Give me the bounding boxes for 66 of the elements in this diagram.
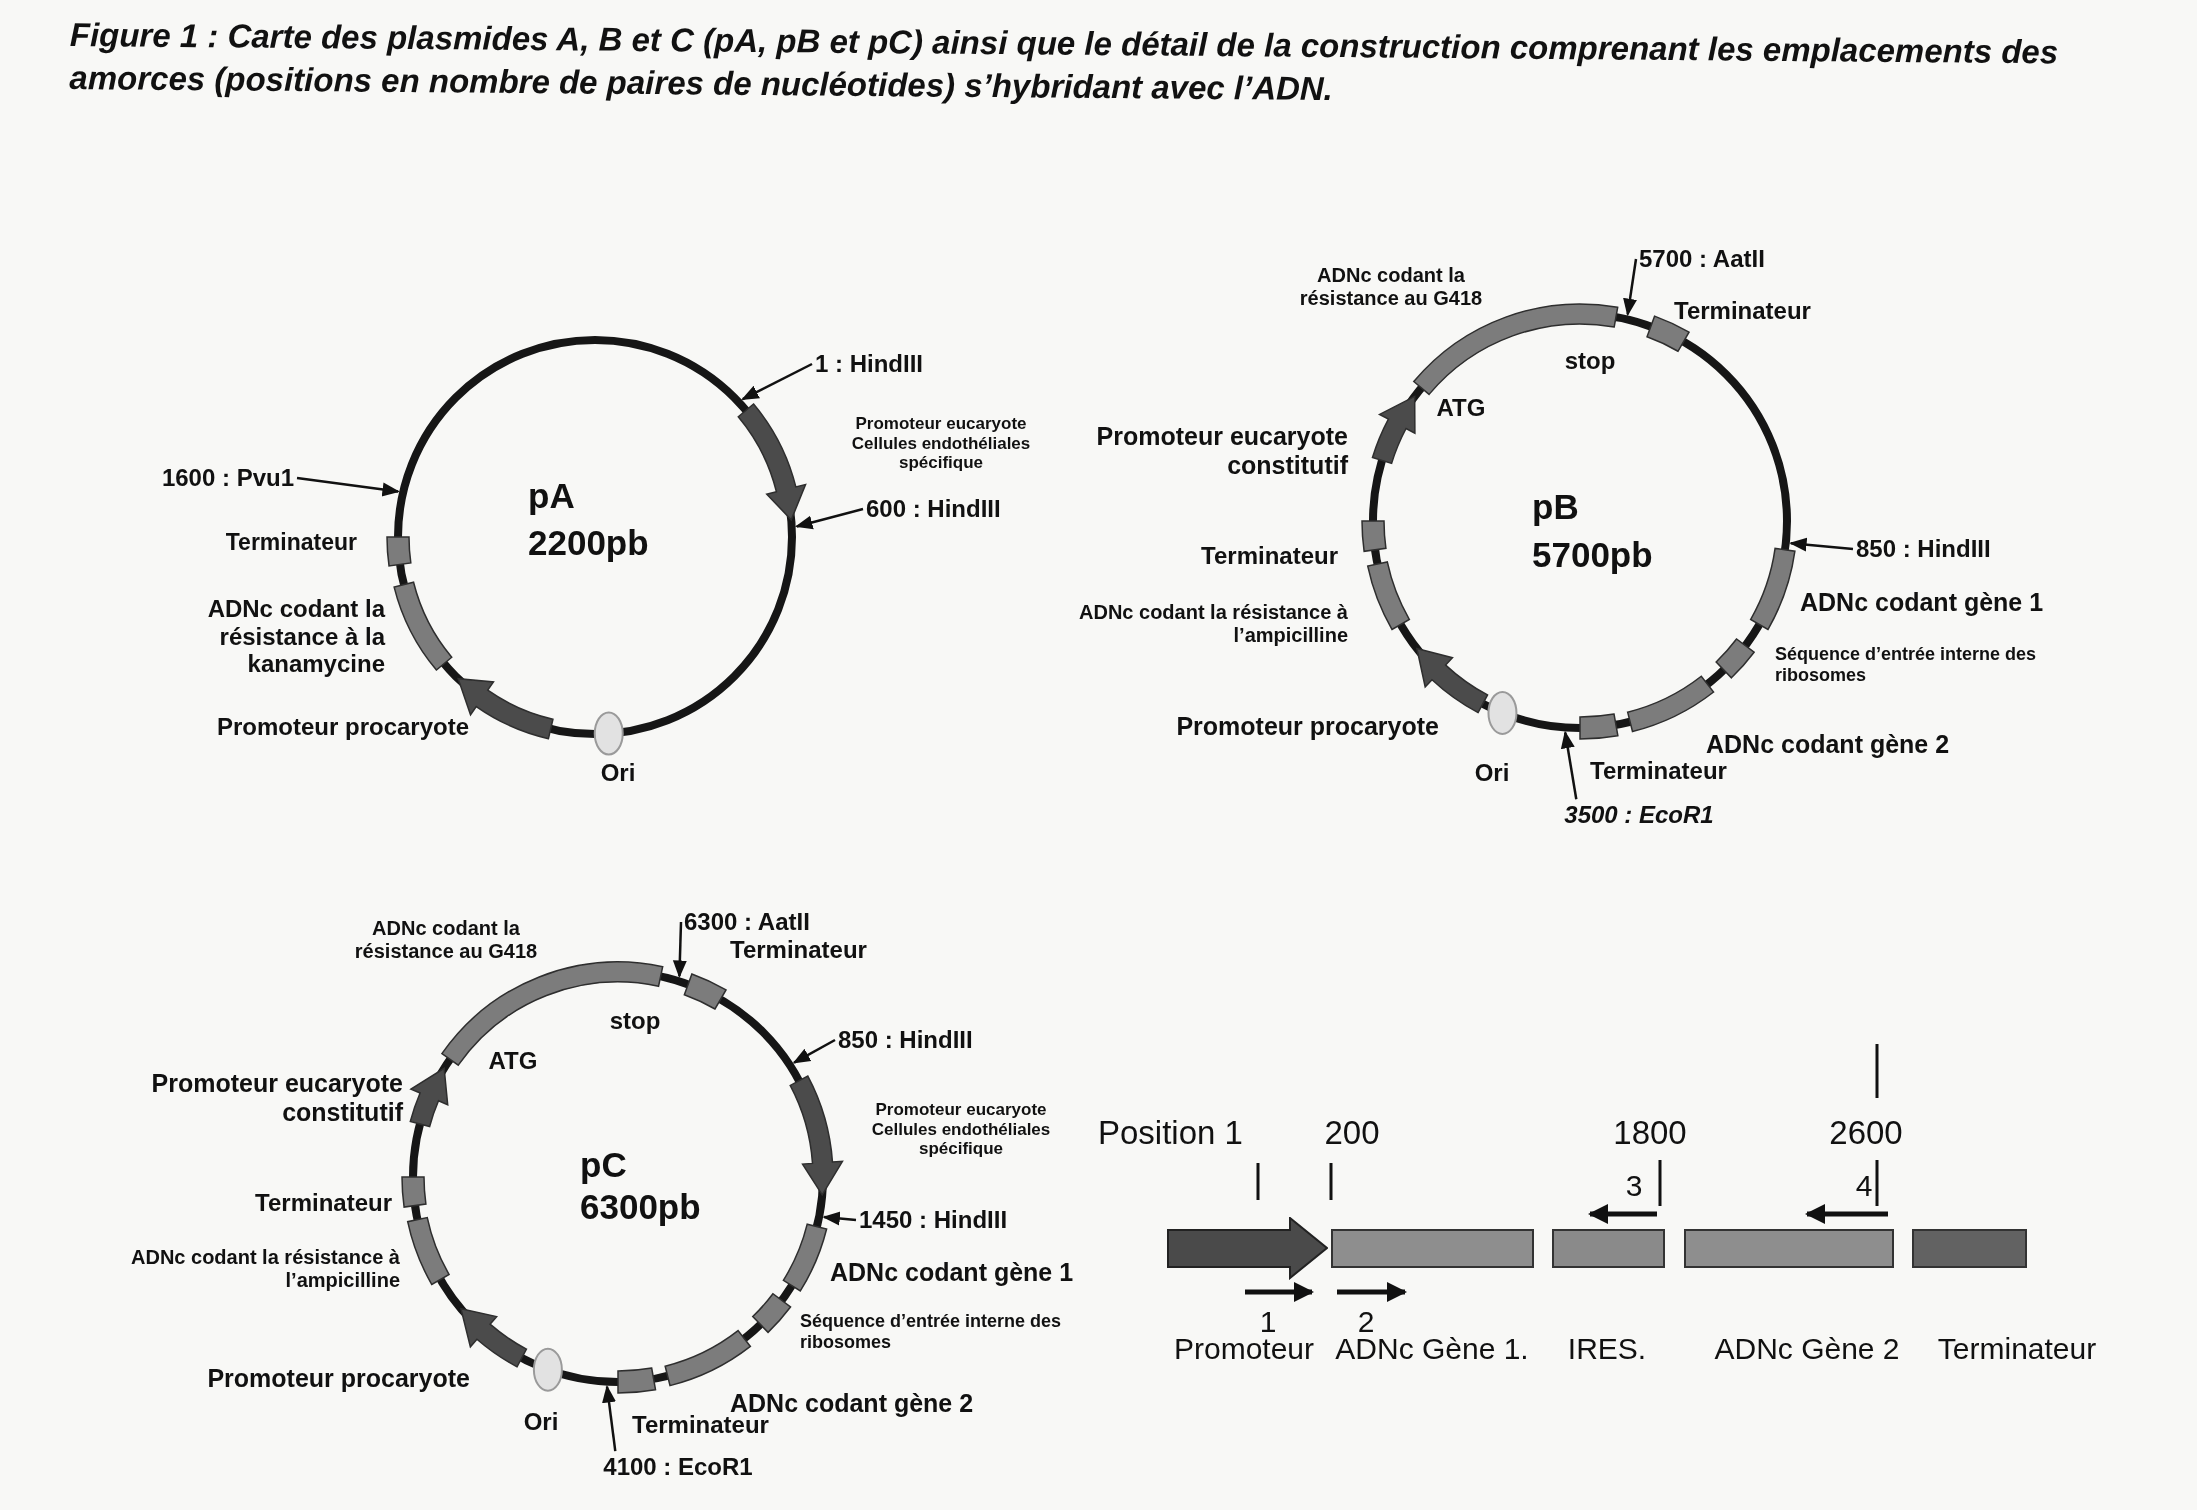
leader-arrow bbox=[795, 507, 864, 530]
position-number: 2600 bbox=[1829, 1114, 1903, 1152]
plasmid-size: 2200pb bbox=[528, 523, 649, 563]
plasmid-name: pC bbox=[580, 1145, 627, 1185]
restriction-site-label: 3500 : EcoR1 bbox=[1564, 801, 1714, 829]
feature-label: Promoteur procaryote bbox=[1176, 711, 1439, 741]
figure-title: Figure 1 : Carte des plasmides A, B et C (pA, pB et pC) ainsi que le détail de la construction comprenant les emplacements des amorces (positions en nombre de paires de nucléotides) s’hybridant avec l’ADN. bbox=[69, 15, 2060, 109]
segment-label: ADNc Gène 2 bbox=[1714, 1332, 1900, 1366]
feature-label: Terminateur bbox=[255, 1189, 392, 1217]
plasmid-name: pA bbox=[528, 476, 575, 516]
segment-label: Terminateur bbox=[1937, 1332, 2097, 1366]
feature-label: stop bbox=[609, 1007, 661, 1035]
restriction-site-label: 6300 : AatII bbox=[684, 908, 810, 936]
feature-label: ADNc codant la résistance au G418 bbox=[1298, 264, 1484, 310]
position-number: 200 bbox=[1324, 1114, 1380, 1152]
restriction-site-label: 5700 : AatII bbox=[1639, 245, 1765, 273]
feature-label: ATG bbox=[1436, 394, 1486, 422]
leader-arrow bbox=[1560, 730, 1578, 800]
feature-label: Terminateur bbox=[1201, 542, 1338, 570]
leader-arrow bbox=[792, 1038, 836, 1064]
feature-label: Promoteur procaryote bbox=[217, 713, 470, 741]
feature-label: Ori bbox=[600, 759, 636, 787]
leader-arrow bbox=[741, 362, 813, 401]
leader-arrow bbox=[1623, 258, 1638, 317]
leader-arrow bbox=[672, 921, 687, 978]
position-number: Position 1 bbox=[1098, 1114, 1243, 1152]
feature-label: ADNc codant la résistance à l’ampicilline bbox=[130, 1246, 400, 1292]
restriction-site-label: 4100 : EcoR1 bbox=[603, 1453, 753, 1481]
feature-label: ADNc codant la résistance à la kanamycine bbox=[206, 594, 385, 678]
feature-label: stop bbox=[1564, 347, 1616, 375]
feature-label: Terminateur bbox=[1590, 757, 1727, 785]
restriction-site-label: 1 : HindIII bbox=[815, 350, 923, 378]
position-number: 1800 bbox=[1613, 1114, 1687, 1152]
feature-label: ADNc codant gène 2 bbox=[1706, 729, 1950, 759]
leader-arrow bbox=[296, 476, 400, 497]
feature-label: Ori bbox=[523, 1408, 559, 1436]
feature-label: Promoteur eucaryote constitutif bbox=[150, 1069, 403, 1127]
plasmid-name: pB bbox=[1532, 487, 1579, 527]
primer-number: 3 bbox=[1625, 1168, 1643, 1204]
feature-label: Terminateur bbox=[1674, 297, 1811, 325]
leader-arrow bbox=[1789, 537, 1854, 552]
feature-label: ATG bbox=[488, 1047, 538, 1075]
restriction-site-label: 850 : HindIII bbox=[838, 1026, 973, 1054]
feature-label: Promoteur eucaryote Cellules endothéliales spécifique bbox=[870, 1099, 1052, 1159]
feature-label: ADNc codant la résistance au G418 bbox=[353, 917, 539, 963]
feature-label: ADNc codant la résistance à l’ampicilline bbox=[1078, 601, 1348, 647]
restriction-site-label: 1450 : HindIII bbox=[859, 1206, 1008, 1234]
segment-label: IRES. bbox=[1567, 1332, 1647, 1366]
feature-label: ADNc codant gène 1 bbox=[830, 1257, 1074, 1287]
feature-label: Terminateur bbox=[730, 936, 867, 964]
feature-label: Terminateur bbox=[225, 528, 357, 556]
feature-label: Promoteur eucaryote constitutif bbox=[1095, 422, 1348, 480]
restriction-site-label: 600 : HindIII bbox=[866, 495, 1001, 523]
plasmid-size: 5700pb bbox=[1532, 535, 1653, 575]
plasmid-size: 6300pb bbox=[580, 1187, 701, 1227]
feature-label: Promoteur procaryote bbox=[207, 1363, 470, 1393]
restriction-site-label: 1600 : Pvu1 bbox=[161, 464, 294, 492]
feature-label: ADNc codant gène 1 bbox=[1800, 587, 2044, 617]
primer-number: 4 bbox=[1855, 1168, 1873, 1204]
feature-label: Séquence d’entrée interne des ribosomes bbox=[1775, 644, 2038, 686]
feature-label: Promoteur eucaryote Cellules endothéliales spécifique bbox=[850, 413, 1032, 473]
leader-arrow bbox=[822, 1211, 857, 1226]
feature-label: Ori bbox=[1474, 759, 1510, 787]
restriction-site-label: 850 : HindIII bbox=[1856, 535, 1991, 563]
leader-arrow bbox=[602, 1385, 617, 1452]
feature-label: Séquence d’entrée interne des ribosomes bbox=[800, 1311, 1063, 1353]
